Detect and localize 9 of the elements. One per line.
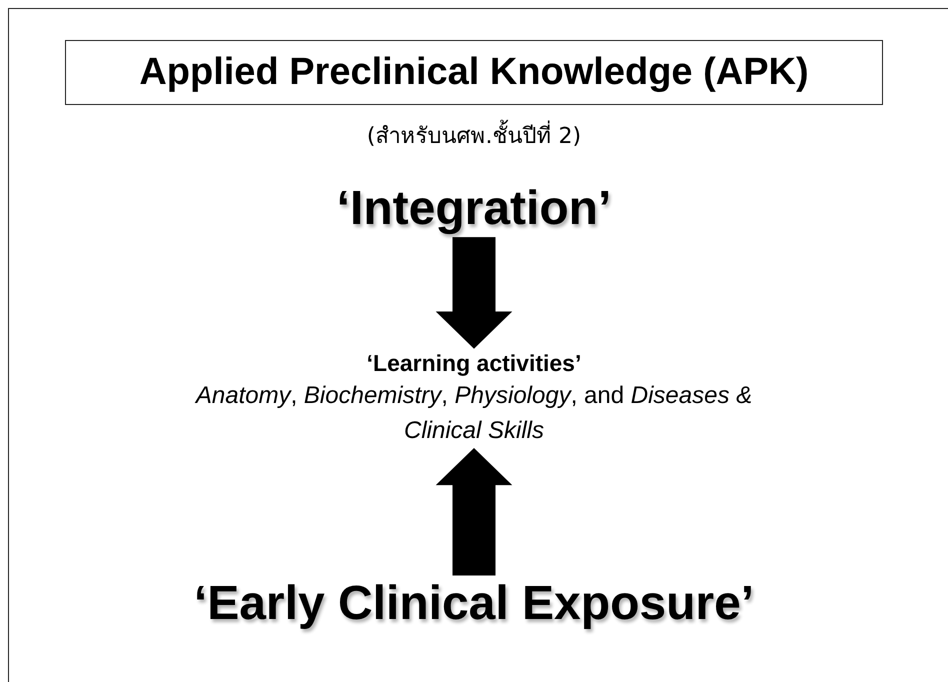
title-text: Applied Preclinical Knowledge (APK)	[139, 51, 809, 93]
heading-text: ‘Early Clinical Exposure’	[194, 575, 754, 633]
title-box	[65, 40, 883, 105]
subtitle-text: (สำหรับนศพ.ชั้นปีที่ 2)	[366, 118, 582, 153]
block-arrow	[436, 237, 512, 349]
heading-text: ‘Integration’	[336, 180, 612, 238]
subheading: ‘Learning activities’	[366, 349, 582, 378]
description-text: Anatomy, Biochemistry, Physiology, and Diseases & Clinical Skills	[194, 381, 754, 446]
block-arrow	[436, 448, 512, 576]
